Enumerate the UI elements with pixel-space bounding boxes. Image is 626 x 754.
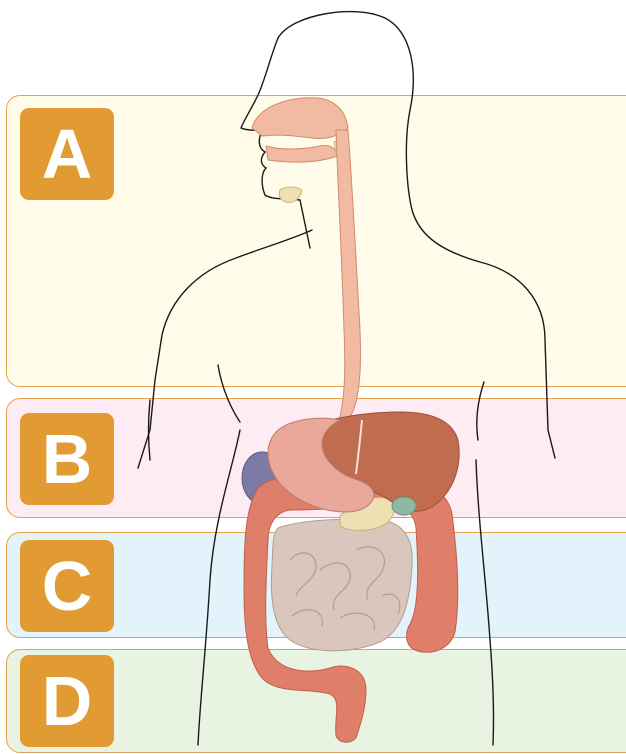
- region-label-c: C: [20, 540, 114, 632]
- gallbladder: [392, 497, 416, 515]
- region-label-a: A: [20, 108, 114, 200]
- region-label-d: D: [20, 655, 114, 747]
- esophagus: [336, 130, 360, 426]
- oral-cavity: [252, 98, 348, 203]
- region-label-b: B: [20, 413, 114, 505]
- small-intestine: [271, 519, 412, 650]
